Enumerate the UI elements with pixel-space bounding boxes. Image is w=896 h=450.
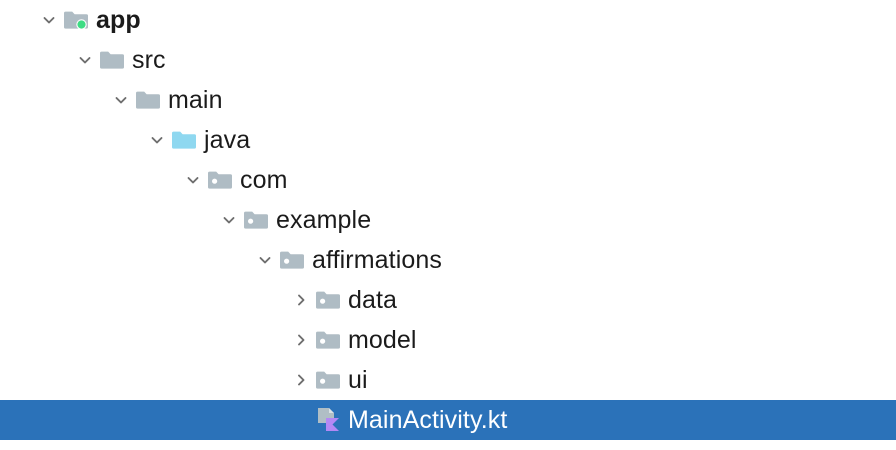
- module-folder-icon: [62, 0, 90, 40]
- indent-spacer: [0, 20, 36, 21]
- indent-spacer: [0, 180, 180, 181]
- indent-spacer: [0, 260, 252, 261]
- chevron-down-icon: [43, 17, 55, 24]
- tree-node-label: data: [348, 286, 398, 314]
- package-icon: [314, 280, 342, 320]
- tree-row-com[interactable]: com: [0, 160, 896, 200]
- tree-row-affirmations[interactable]: affirmations: [0, 240, 896, 280]
- tree-toggle-expanded[interactable]: [144, 120, 170, 160]
- tree-node-label: app: [96, 6, 141, 34]
- indent-spacer: [0, 420, 288, 421]
- tree-toggle-collapsed[interactable]: [288, 320, 314, 360]
- chevron-down-icon: [187, 177, 199, 184]
- package-icon: [242, 200, 270, 240]
- source-root-folder-icon: [170, 120, 198, 160]
- tree-toggle-expanded[interactable]: [216, 200, 242, 240]
- package-icon: [314, 320, 342, 360]
- indent-spacer: [0, 300, 288, 301]
- tree-row-data[interactable]: data: [0, 280, 896, 320]
- chevron-right-icon: [298, 334, 305, 346]
- tree-toggle-expanded[interactable]: [180, 160, 206, 200]
- chevron-down-icon: [115, 97, 127, 104]
- indent-spacer: [0, 340, 288, 341]
- tree-toggle-expanded[interactable]: [72, 40, 98, 80]
- chevron-down-icon: [259, 257, 271, 264]
- tree-row-model[interactable]: model: [0, 320, 896, 360]
- tree-row-main[interactable]: main: [0, 80, 896, 120]
- tree-node-label: src: [132, 46, 166, 74]
- package-icon: [206, 160, 234, 200]
- tree-row-mainactivity-kt[interactable]: MainActivity.kt: [0, 400, 896, 440]
- chevron-down-icon: [79, 57, 91, 64]
- tree-toggle-collapsed[interactable]: [288, 360, 314, 400]
- tree-toggle-expanded[interactable]: [36, 0, 62, 40]
- tree-row-ui[interactable]: ui: [0, 360, 896, 400]
- tree-toggle-collapsed[interactable]: [288, 280, 314, 320]
- indent-spacer: [0, 140, 144, 141]
- tree-node-label: com: [240, 166, 288, 194]
- tree-node-label: example: [276, 206, 372, 234]
- package-icon: [314, 360, 342, 400]
- tree-node-label: MainActivity.kt: [348, 406, 508, 434]
- tree-row-java[interactable]: java: [0, 120, 896, 160]
- indent-spacer: [0, 380, 288, 381]
- indent-spacer: [0, 220, 216, 221]
- package-icon: [278, 240, 306, 280]
- chevron-right-icon: [298, 294, 305, 306]
- tree-node-label: java: [204, 126, 251, 154]
- chevron-down-icon: [151, 137, 163, 144]
- indent-spacer: [0, 60, 72, 61]
- indent-spacer: [0, 100, 108, 101]
- tree-row-example[interactable]: example: [0, 200, 896, 240]
- folder-icon: [134, 80, 162, 120]
- tree-node-label: affirmations: [312, 246, 442, 274]
- tree-node-label: ui: [348, 366, 368, 394]
- chevron-right-icon: [298, 374, 305, 386]
- tree-toggle-expanded[interactable]: [108, 80, 134, 120]
- tree-node-label: model: [348, 326, 417, 354]
- tree-row-app[interactable]: app: [0, 0, 896, 40]
- tree-toggle-expanded[interactable]: [252, 240, 278, 280]
- chevron-down-icon: [223, 217, 235, 224]
- tree-row-src[interactable]: src: [0, 40, 896, 80]
- kotlin-file-icon: [314, 400, 342, 440]
- tree-node-label: main: [168, 86, 223, 114]
- folder-icon: [98, 40, 126, 80]
